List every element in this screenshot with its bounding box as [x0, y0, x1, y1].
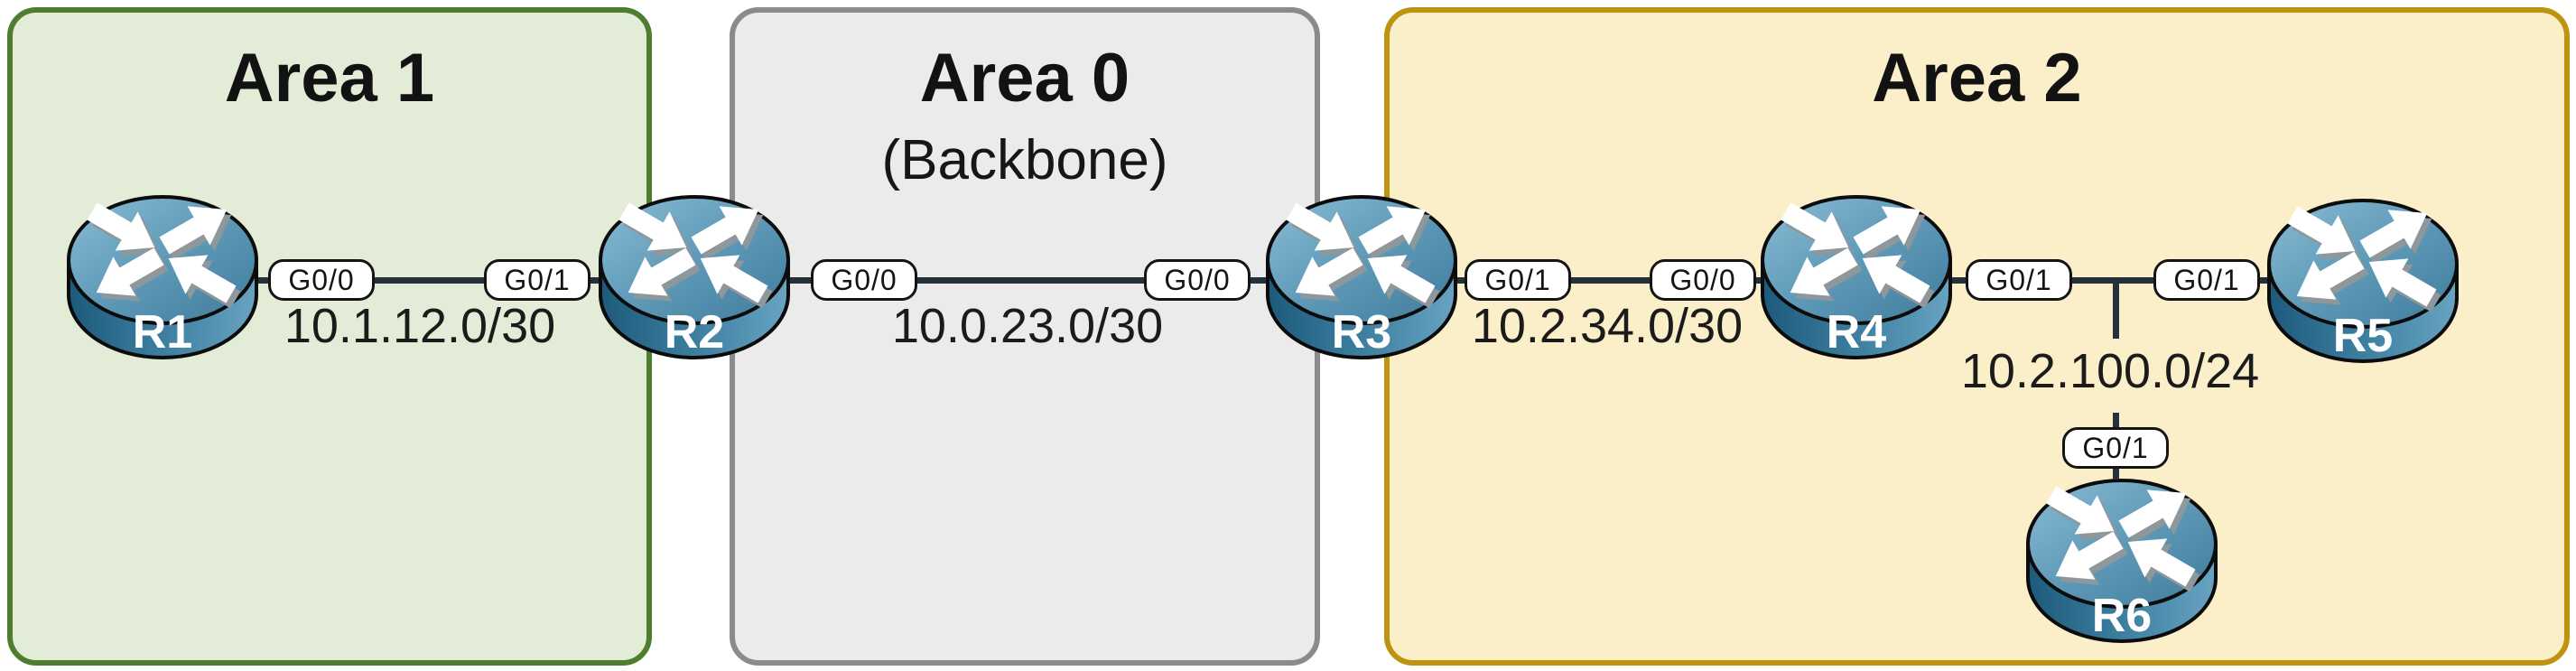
iface-r2-g0-0: G0/0 — [811, 259, 917, 301]
area1-title: Area 1 — [224, 40, 435, 116]
router-r1: R1 — [65, 190, 260, 361]
link-r2-r3 — [787, 277, 1266, 284]
link-r4-r5 — [1948, 277, 2270, 284]
router-label-r5: R5 — [2333, 310, 2393, 362]
iface-r5-g0-1: G0/1 — [2153, 259, 2260, 301]
router-r6: R6 — [2024, 473, 2219, 645]
router-label-r1: R1 — [133, 306, 192, 359]
subnet-label-r2-r3: 10.0.23.0/30 — [891, 299, 1164, 353]
subnet-label-lan: 10.2.100.0/24 — [1960, 344, 2260, 398]
router-label-r2: R2 — [665, 306, 724, 359]
iface-r2-g0-1: G0/1 — [484, 259, 591, 301]
router-r5: R5 — [2265, 193, 2460, 365]
router-icon: R5 — [2265, 193, 2460, 365]
link-branch-r6-upper — [2113, 277, 2119, 339]
iface-r6-g0-1: G0/1 — [2062, 427, 2169, 469]
router-label-r4: R4 — [1827, 306, 1887, 359]
iface-r1-g0-0: G0/0 — [268, 259, 375, 301]
router-label-r6: R6 — [2092, 590, 2152, 642]
router-r4: R4 — [1759, 190, 1954, 361]
router-icon: R1 — [65, 190, 260, 361]
iface-r4-g0-0: G0/0 — [1650, 259, 1756, 301]
area2-title: Area 2 — [1872, 40, 2082, 116]
subnet-label-r1-r2: 10.1.12.0/30 — [284, 299, 556, 353]
iface-r3-g0-0: G0/0 — [1144, 259, 1251, 301]
iface-r3-g0-1: G0/1 — [1465, 259, 1571, 301]
iface-r4-g0-1: G0/1 — [1966, 259, 2072, 301]
router-r2: R2 — [597, 190, 792, 361]
router-label-r3: R3 — [1332, 306, 1391, 359]
router-icon: R6 — [2024, 473, 2219, 645]
link-r3-r4 — [1455, 277, 1762, 284]
router-icon: R4 — [1759, 190, 1954, 361]
area0-box — [730, 7, 1320, 666]
area0-title: Area 0 — [919, 40, 1130, 116]
link-r1-r2 — [256, 277, 603, 284]
subnet-label-r3-r4: 10.2.34.0/30 — [1471, 299, 1744, 353]
router-icon: R3 — [1264, 190, 1459, 361]
area0-subtitle: (Backbone) — [881, 129, 1168, 191]
router-icon: R2 — [597, 190, 792, 361]
router-r3: R3 — [1264, 190, 1459, 361]
